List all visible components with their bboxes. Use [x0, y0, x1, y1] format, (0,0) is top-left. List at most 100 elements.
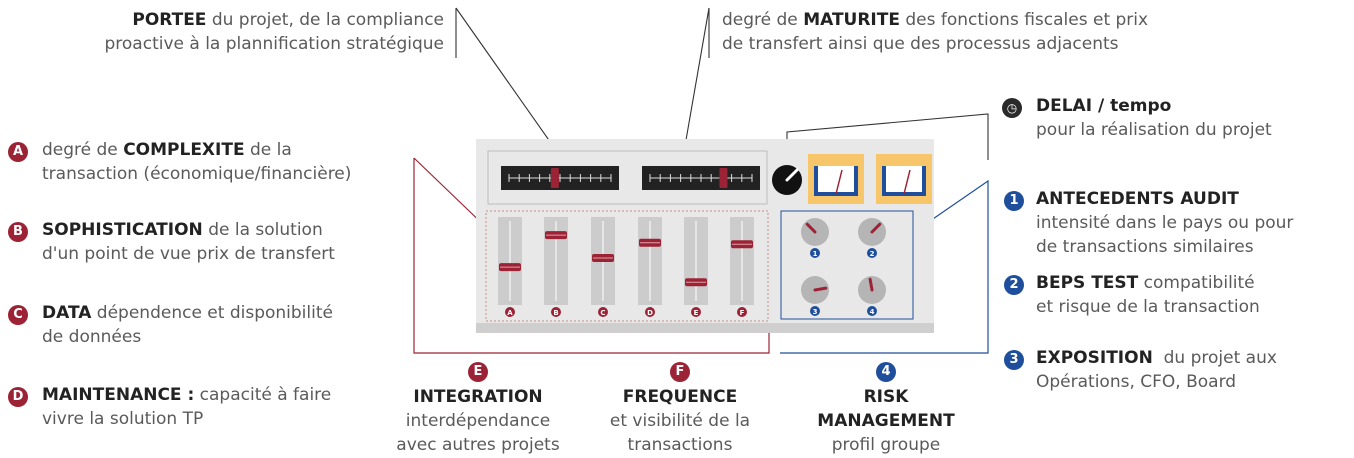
- complexite-prefix: degré de: [42, 140, 124, 160]
- clock-icon: ◷: [1002, 98, 1022, 118]
- maturite-prefix: degré de: [722, 10, 804, 30]
- vslider-track: [591, 217, 615, 305]
- vslider-badge-f: [737, 307, 747, 317]
- hslider-track: [501, 166, 619, 190]
- vslider-handle-d: [639, 238, 661, 247]
- badge-c: C: [8, 305, 28, 325]
- beps-keyword: BEPS TEST: [1036, 273, 1139, 293]
- vslider-track: [638, 217, 662, 305]
- vslider-label-f: F: [740, 309, 745, 317]
- knob-1: [801, 218, 829, 246]
- knob-label-1: 1: [813, 250, 818, 258]
- vslider-label-e: E: [694, 309, 699, 317]
- badge-1: 1: [1004, 191, 1024, 211]
- vslider-handle-c: [592, 253, 614, 262]
- badge-3: 3: [1004, 350, 1024, 370]
- vslider-label-a: A: [507, 309, 513, 317]
- beps-text: BEPS TEST compatibilité et risque de la …: [1036, 271, 1260, 319]
- vu-meter-1: [808, 154, 864, 204]
- tempo-knob-pointer: [785, 168, 799, 182]
- risk-line1: profil groupe: [831, 435, 941, 455]
- beps-line2: et risque de la transaction: [1036, 297, 1260, 317]
- hslider-handle: [550, 168, 559, 188]
- maturite-text: degré de MATURITE des fonctions fiscales…: [722, 8, 1148, 56]
- vslider-label-d: D: [647, 309, 653, 317]
- knob-badge-2: [867, 248, 877, 258]
- vslider-label-b: B: [553, 309, 558, 317]
- complexite-line1: de la: [244, 140, 292, 160]
- group-connectors: [413, 157, 989, 354]
- maintenance-keyword: MAINTENANCE :: [42, 385, 195, 405]
- knobs-panel: [780, 210, 914, 320]
- frequence-line2: transactions: [627, 435, 733, 455]
- maintenance-line1: capacité à faire: [194, 385, 332, 405]
- knob-badge-3: [810, 306, 820, 316]
- knob-pointer-4: [868, 277, 874, 292]
- hslider-panel: [487, 150, 768, 205]
- exposition-line2: Opérations, CFO, Board: [1036, 372, 1237, 392]
- knob-label-4: 4: [870, 308, 875, 316]
- frequence-title: FREQUENCE: [622, 387, 738, 407]
- risk-title2: MANAGEMENT: [817, 411, 955, 431]
- vslider-track: [684, 217, 708, 305]
- device-base: [476, 321, 934, 333]
- sophistication-line1: de la solution: [202, 220, 323, 240]
- vslider-badge-b: [551, 307, 561, 317]
- vslider-badge-c: [598, 307, 608, 317]
- sophistication-text: SOPHISTICATION de la solution d'un point…: [42, 218, 335, 266]
- beps-line1: compatibilité: [1138, 273, 1255, 293]
- antecedents-text: ANTECEDENTS AUDIT intensité dans le pays…: [1036, 187, 1293, 259]
- antecedents-line2: intensité dans le pays ou pour: [1036, 213, 1294, 233]
- vslider-handle-a: [499, 263, 521, 272]
- vslider-handle-e: [685, 278, 707, 287]
- red-connector: [413, 158, 770, 354]
- badge-f: F: [670, 362, 690, 382]
- badge-b: B: [8, 222, 28, 242]
- exposition-line1: du projet aux: [1152, 348, 1277, 368]
- red-diag-connector: [413, 157, 492, 233]
- badge-4: 4: [876, 362, 896, 382]
- vslider-handle-b: [545, 231, 567, 240]
- exposition-text: EXPOSITION du projet aux Opérations, CFO…: [1036, 346, 1277, 394]
- maturite-connector: [681, 7, 710, 164]
- portee-connector: [455, 7, 566, 164]
- delai-text: DELAI / tempo pour la réalisation du pro…: [1036, 94, 1272, 142]
- maturite-line2: de transfert ainsi que des processus adj…: [722, 34, 1119, 54]
- maturite-line1: des fonctions fiscales et prix: [899, 10, 1149, 30]
- vslider-track: [498, 217, 522, 305]
- hslider-track: [642, 166, 760, 190]
- vu-meter-2: [876, 154, 932, 204]
- knob-2: [858, 218, 886, 246]
- vslider-track: [544, 217, 568, 305]
- badge-2: 2: [1004, 275, 1024, 295]
- complexite-line2: transaction (économique/financière): [42, 164, 352, 184]
- risk-title1: RISK: [863, 387, 909, 407]
- blue-connector: [780, 179, 989, 354]
- knob-3: [801, 276, 829, 304]
- knob-label-2: 2: [870, 250, 875, 258]
- vslider-panel: [485, 210, 769, 322]
- sophistication-keyword: SOPHISTICATION: [42, 220, 203, 240]
- knob-label-3: 3: [813, 308, 818, 316]
- vslider-badge-a: [505, 307, 515, 317]
- data-keyword: DATA: [42, 303, 92, 323]
- maintenance-line2: vivre la solution TP: [42, 409, 204, 429]
- data-line1: dépendence et disponibilité: [91, 303, 333, 323]
- vslider-badge-e: [691, 307, 701, 317]
- frequence-line1: et visibilité de la: [609, 411, 751, 431]
- delai-keyword: DELAI / tempo: [1036, 96, 1172, 116]
- antecedents-line3: de transactions similaires: [1036, 237, 1254, 257]
- complexite-keyword: COMPLEXITE: [123, 140, 245, 160]
- knob-badge-4: [867, 306, 877, 316]
- vertical-sliders: A B C D E F: [498, 217, 754, 317]
- knob-pointer-3: [813, 286, 828, 292]
- hslider-2[interactable]: [642, 166, 760, 190]
- hslider-1[interactable]: [501, 166, 619, 190]
- badge-d: D: [8, 387, 28, 407]
- exposition-keyword: EXPOSITION: [1036, 348, 1153, 368]
- delai-connector: [786, 113, 989, 166]
- sophistication-line2: d'un point de vue prix de transfert: [42, 244, 335, 264]
- risk-text: RISK MANAGEMENT profil groupe: [786, 385, 986, 457]
- knob-badge-1: [810, 248, 820, 258]
- vslider-label-c: C: [600, 309, 605, 317]
